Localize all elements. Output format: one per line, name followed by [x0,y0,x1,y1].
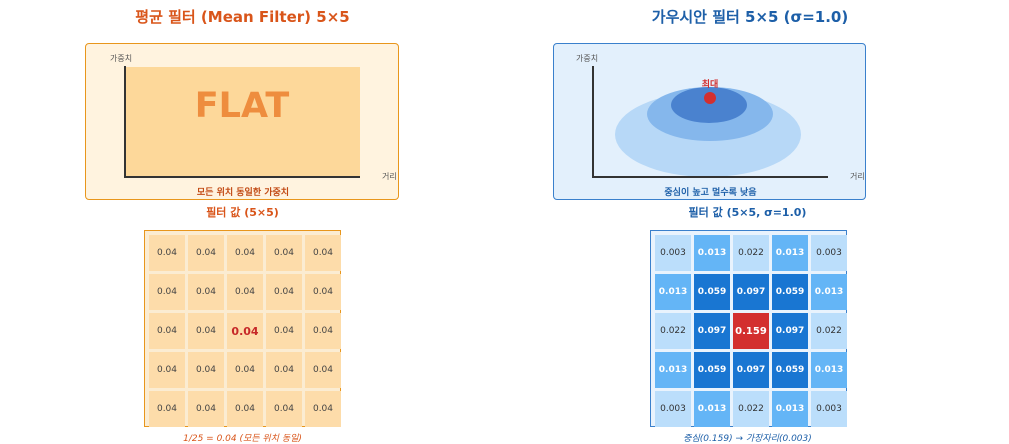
mean-chart-caption: 모든 위치 동일한 가중치 [196,188,290,198]
mean-cell-r2-c1: 0.04 [188,313,224,349]
gauss-cell-r3-c4: 0.013 [811,352,847,388]
gauss-cell-r4-c2: 0.022 [733,391,769,427]
gauss-cell-r2-c4: 0.022 [811,313,847,349]
gauss-chart-y-axis [592,66,594,178]
mean-cell-r4-c0: 0.04 [149,391,185,427]
mean-cell-r3-c0: 0.04 [149,352,185,388]
gauss-cell-r2-c1: 0.097 [694,313,730,349]
gauss-grid-title: 필터 값 (5×5, σ=1.0) [688,206,807,219]
gauss-cell-r4-c4: 0.003 [811,391,847,427]
mean-cell-r1-c3: 0.04 [266,274,302,310]
gauss-cell-r0-c4: 0.003 [811,235,847,271]
mean-cell-r4-c4: 0.04 [305,391,341,427]
mean-caption: 1/25 = 0.04 (모든 위치 동일) [183,434,302,444]
mean-cell-r2-c2: 0.04 [227,313,263,349]
gauss-cell-r3-c2: 0.097 [733,352,769,388]
gauss-chart-caption: 중심이 높고 멀수록 낮음 [664,188,757,198]
gauss-cell-r0-c1: 0.013 [694,235,730,271]
gauss-cell-r1-c0: 0.013 [655,274,691,310]
mean-flat-label: FLAT [194,86,290,126]
mean-cell-r2-c0: 0.04 [149,313,185,349]
gauss-cell-r2-c3: 0.097 [772,313,808,349]
gauss-cell-r3-c1: 0.059 [694,352,730,388]
gauss-chart-ylabel: 가중치 [576,54,599,63]
gauss-weight-chart: 가중치 최대 거리 중심이 높고 멀수록 낮음 [553,43,866,200]
mean-cell-r0-c3: 0.04 [266,235,302,271]
mean-grid-title: 필터 값 (5×5) [206,206,279,219]
mean-cell-r2-c3: 0.04 [266,313,302,349]
mean-chart-x-axis [124,176,360,178]
mean-cell-r2-c4: 0.04 [305,313,341,349]
gauss-cell-r3-c0: 0.013 [655,352,691,388]
gauss-chart-xlabel: 거리 [850,172,865,181]
gauss-cell-r4-c1: 0.013 [694,391,730,427]
gauss-cell-r3-c3: 0.059 [772,352,808,388]
gauss-cell-r0-c3: 0.013 [772,235,808,271]
mean-cell-r4-c2: 0.04 [227,391,263,427]
gauss-cell-r1-c2: 0.097 [733,274,769,310]
mean-chart-ylabel: 가중치 [110,54,133,63]
mean-cell-r3-c1: 0.04 [188,352,224,388]
mean-cell-r1-c1: 0.04 [188,274,224,310]
gauss-cell-r1-c4: 0.013 [811,274,847,310]
gauss-cell-r1-c1: 0.059 [694,274,730,310]
mean-filter-title: 평균 필터 (Mean Filter) 5×5 [135,8,350,26]
mean-cell-r1-c0: 0.04 [149,274,185,310]
gauss-cell-r0-c2: 0.022 [733,235,769,271]
mean-cell-r0-c4: 0.04 [305,235,341,271]
mean-flat-region [124,67,360,177]
mean-cell-r0-c0: 0.04 [149,235,185,271]
mean-weight-chart: 가중치 FLAT 거리 모든 위치 동일한 가중치 [85,43,399,200]
mean-cell-r1-c4: 0.04 [305,274,341,310]
mean-cell-r3-c3: 0.04 [266,352,302,388]
mean-cell-r0-c1: 0.04 [188,235,224,271]
gauss-caption: 중심(0.159) → 가장자리(0.003) [683,434,812,444]
gauss-cell-r2-c0: 0.022 [655,313,691,349]
mean-cell-r4-c3: 0.04 [266,391,302,427]
gauss-peak-dot [704,92,716,104]
gauss-cell-r1-c3: 0.059 [772,274,808,310]
gauss-cell-r4-c0: 0.003 [655,391,691,427]
gauss-cell-r2-c2: 0.159 [733,313,769,349]
gauss-cell-r4-c3: 0.013 [772,391,808,427]
mean-chart-xlabel: 거리 [382,172,397,181]
gauss-peak-label: 최대 [701,80,719,90]
mean-cell-r1-c2: 0.04 [227,274,263,310]
mean-cell-r4-c1: 0.04 [188,391,224,427]
mean-cell-r3-c2: 0.04 [227,352,263,388]
mean-cell-r0-c2: 0.04 [227,235,263,271]
mean-chart-y-axis [124,66,126,178]
gauss-chart-x-axis [592,176,828,178]
mean-cell-r3-c4: 0.04 [305,352,341,388]
gauss-filter-title: 가우시안 필터 5×5 (σ=1.0) [651,8,849,26]
gauss-cell-r0-c0: 0.003 [655,235,691,271]
